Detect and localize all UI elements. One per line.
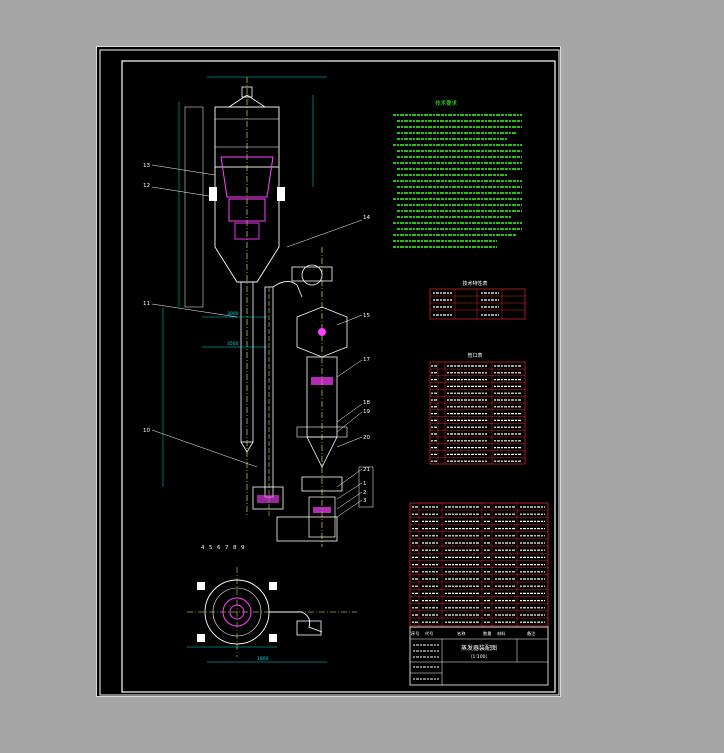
dimension-labels: 3000 3500 1800 — [227, 311, 269, 662]
drawing-scale: （1:100） — [468, 654, 490, 660]
callout-label: 1 — [363, 481, 367, 487]
callout-label: 19 — [363, 409, 370, 415]
callout-label: 9 — [241, 545, 245, 551]
callout-label: 20 — [363, 435, 370, 441]
bom-header-remark: 备注 — [527, 630, 536, 637]
callout-label: 7 — [225, 545, 229, 551]
plan-view — [187, 567, 357, 663]
outer-frame — [99, 49, 560, 696]
callout-leaders — [151, 164, 363, 518]
callout-label: 4 — [201, 545, 205, 551]
callout-label: 2 — [363, 490, 367, 496]
callout-label: 11 — [143, 301, 150, 307]
drawing-sheet: 13 12 11 10 14 15 17 18 19 20 21 1 2 3 4… — [96, 46, 561, 697]
callout-label: 13 — [143, 163, 150, 169]
callout-label: 6 — [217, 545, 221, 551]
callout-label: 3 — [363, 498, 367, 504]
callout-label: 21 — [363, 467, 370, 473]
callout-label: 17 — [363, 357, 370, 363]
drawing-title: 蒸发器装配图 — [461, 644, 497, 652]
bom-header-name: 名称 — [457, 630, 465, 637]
cad-drawing: 13 12 11 10 14 15 17 18 19 20 21 1 2 3 4… — [99, 49, 560, 696]
callout-label: 5 — [209, 545, 213, 551]
technical-requirements: 技术要求 — [393, 99, 522, 248]
callout-label: 15 — [363, 313, 370, 319]
bom-header-no: 序号 — [411, 630, 419, 637]
nozzle-table: 管口表 — [429, 352, 526, 465]
bom-header-code: 代号 — [425, 630, 433, 637]
callout-label: 14 — [363, 215, 370, 221]
callout-label: 8 — [233, 545, 237, 551]
callout-label: 12 — [143, 183, 150, 189]
dim-label: 3000 — [227, 311, 239, 317]
title-block: 蒸发器装配图 （1:100） — [409, 626, 549, 686]
tech-requirements-title: 技术要求 — [435, 99, 458, 107]
callout-boxes — [358, 466, 374, 508]
tech-spec-table: 技术特性表 — [429, 280, 526, 320]
dim-label: 1800 — [257, 656, 269, 662]
nozzle-table-title: 管口表 — [467, 352, 482, 359]
callout-numbers: 13 12 11 10 14 15 17 18 19 20 21 1 2 3 4… — [143, 163, 370, 551]
callout-label: 10 — [143, 428, 150, 434]
heater-column — [276, 247, 348, 547]
tech-spec-title: 技术特性表 — [462, 280, 487, 287]
callout-label: 18 — [363, 400, 370, 406]
dim-label: 3500 — [227, 341, 239, 347]
evaporator-column — [162, 76, 327, 517]
bill-of-materials: 序号 代号 名称 数量 材料 备注 — [409, 502, 549, 637]
bom-header-material: 材料 — [497, 630, 506, 637]
downcomer-pipe — [252, 281, 303, 517]
inner-frame — [121, 60, 556, 693]
bom-header-qty: 数量 — [483, 630, 491, 637]
